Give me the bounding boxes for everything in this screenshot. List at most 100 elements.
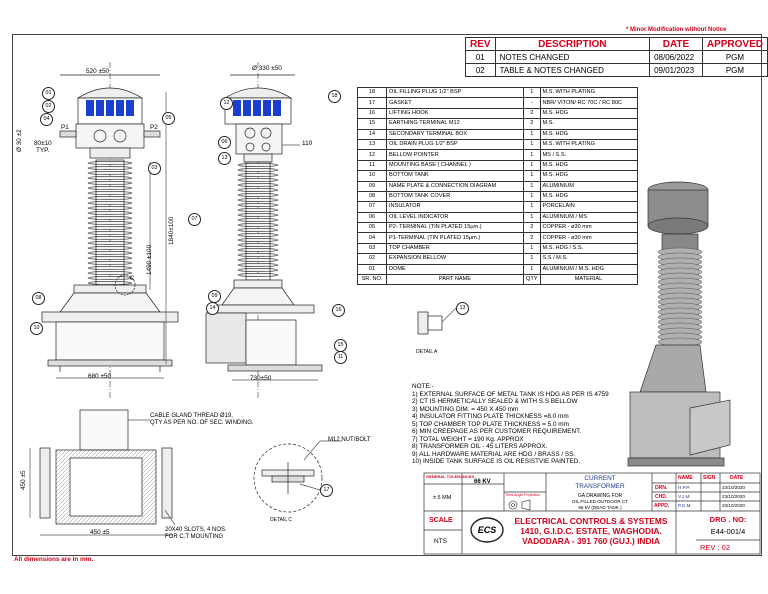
callout-bubble: 15 bbox=[334, 339, 347, 352]
callout-bubble: 03 bbox=[148, 162, 161, 175]
notes-title: NOTE:- bbox=[412, 383, 434, 390]
company-name: ELECTRICAL CONTROLS & SYSTEMS bbox=[514, 516, 668, 526]
insulator-shed bbox=[87, 181, 133, 185]
insulator-shed bbox=[87, 176, 133, 180]
callout-bubble: 13 bbox=[218, 152, 231, 165]
ecs-logo bbox=[470, 517, 504, 543]
dim-plan-h: 450 ±5 bbox=[90, 529, 110, 536]
note-item: 2) CT IS HERMETICALLY SEALED & WITH S.S … bbox=[412, 398, 578, 405]
date-header-tb: DATE bbox=[730, 475, 744, 481]
subtitle-3: 66 kV (DEAD TANK ) bbox=[578, 505, 622, 510]
bom-header-cell: MATERIAL bbox=[539, 274, 638, 286]
insulator-shed bbox=[237, 228, 279, 232]
insulator-shed bbox=[237, 208, 279, 212]
callout-bubble: 13 bbox=[456, 302, 469, 315]
insulator-shed bbox=[237, 168, 279, 172]
callout-bubble: 10 bbox=[30, 322, 43, 335]
note-item: 1) EXTERNAL SURFACE OF METAL TANK IS HDG… bbox=[412, 390, 609, 398]
title-line-1: CURRENT bbox=[584, 475, 616, 482]
table-row: 02 TABLE & NOTES CHANGED 09/01/2023 PGM bbox=[465, 63, 768, 77]
notes-block: NOTE:- 1) EXTERNAL SURFACE OF METAL TANK… bbox=[412, 383, 609, 466]
appd-label: APPD. bbox=[654, 503, 670, 509]
front-view bbox=[41, 62, 179, 400]
dim-base-width: 680 ±50 bbox=[88, 373, 112, 380]
footer-note: All dimensions are in mm. bbox=[14, 556, 94, 563]
insulator-shed bbox=[87, 161, 133, 165]
note-item: 9) ALL HARDWARE MATERIAL ARE HDG / BRASS… bbox=[412, 450, 576, 458]
insulator-shed bbox=[237, 203, 279, 207]
table-row: 01 NOTES CHANGED 08/06/2022 PGM bbox=[465, 50, 768, 64]
insulator-shed bbox=[237, 173, 279, 177]
insulator-shed bbox=[87, 246, 133, 250]
detail-a bbox=[417, 307, 457, 335]
detail-c bbox=[253, 440, 342, 513]
chd-label: CHD. bbox=[655, 494, 668, 500]
note-item: 6) MIN CREEPAGE AS PER CUSTOMER REQUIREM… bbox=[412, 428, 582, 435]
general-tolerances: GENERAL TOLERANCES bbox=[426, 474, 475, 479]
chd-name: V.J.M. bbox=[678, 494, 691, 499]
callout-bubble: 16 bbox=[332, 304, 345, 317]
insulator-shed bbox=[237, 193, 279, 197]
scale-label: SCALE bbox=[429, 517, 453, 524]
insulator-shed bbox=[237, 268, 279, 272]
insulator-shed bbox=[237, 218, 279, 222]
dim-total-height: 1840±100 bbox=[168, 216, 175, 245]
callout-bubble: 14 bbox=[206, 302, 219, 315]
tolerance-value: ± 5 MM bbox=[433, 495, 452, 501]
note-item: 10) INSIDE TANK SURFACE IS OIL RESISTVIE… bbox=[412, 458, 581, 465]
insulator-shed bbox=[87, 191, 133, 195]
insulator-shed bbox=[237, 163, 279, 167]
sign-header: SIGN bbox=[703, 475, 716, 481]
note-item: 4) INSULATOR FITTING PLATE THICKNESS =8.… bbox=[412, 413, 569, 420]
expansion-bellow-side bbox=[233, 100, 281, 116]
minor-modification-note: * Minor Modification without Notice bbox=[626, 27, 727, 33]
dim-plan-v: 450 ±5 bbox=[20, 470, 27, 491]
dim-side-base: 730±50 bbox=[250, 375, 272, 382]
insulator-shed bbox=[87, 281, 133, 285]
appd-date: 23/10/2020 bbox=[722, 503, 745, 508]
insulator-shed bbox=[87, 201, 133, 205]
note-item: 8) TRANSFORMER OIL - 45 LITERS APPROX. bbox=[412, 443, 548, 450]
insulator-shed bbox=[87, 166, 133, 170]
title-line-2: TRANSFORMER bbox=[575, 483, 625, 490]
dim-mid-height: 1490 ±100 bbox=[146, 244, 153, 275]
insulator-shed bbox=[87, 226, 133, 230]
insulator-shed bbox=[87, 221, 133, 225]
insulator-shed bbox=[237, 233, 279, 237]
insulator-shed bbox=[87, 266, 133, 270]
callout-bubble: 06 bbox=[218, 136, 231, 149]
insulator-shed bbox=[87, 231, 133, 235]
projection-label: Third Angle Projection bbox=[505, 493, 541, 497]
plan-view bbox=[29, 409, 176, 536]
bom-header-cell: PART NAME bbox=[386, 274, 524, 286]
insulator-shed bbox=[237, 243, 279, 247]
callout-bubble: 09 bbox=[208, 290, 221, 303]
insulator-shed bbox=[87, 211, 133, 215]
drn-date: 23/10/2020 bbox=[722, 485, 745, 490]
appd-name: P.G.M. bbox=[678, 503, 692, 508]
insulator-shed bbox=[87, 276, 133, 280]
slots-label: 20X40 SLOTS, 4 NOS. bbox=[165, 527, 227, 533]
detail-c-marker: C bbox=[130, 276, 135, 282]
expansion-bellow bbox=[86, 100, 134, 116]
insulator-shed bbox=[237, 223, 279, 227]
dim-typ: TYP. bbox=[36, 147, 50, 154]
dim-top-dia: Ø 330 ±50 bbox=[252, 65, 282, 72]
dim-110: 110 bbox=[302, 140, 313, 147]
side-view bbox=[205, 62, 323, 400]
dim-top-width: 520 ±50 bbox=[86, 68, 110, 75]
insulator-shed bbox=[87, 251, 133, 255]
insulator-shed bbox=[237, 263, 279, 267]
callout-bubble: 17 bbox=[320, 484, 333, 497]
desc-cell: TABLE & NOTES CHANGED bbox=[494, 63, 651, 77]
insulator-shed bbox=[237, 198, 279, 202]
drawing-rev: REV : 02 bbox=[700, 543, 731, 552]
insulator-shed bbox=[237, 253, 279, 257]
callout-bubble: 18 bbox=[328, 90, 341, 103]
insulator-shed bbox=[237, 238, 279, 242]
company-address-1: 1410, G.I.D.C. ESTATE, WAGHODIA. bbox=[520, 526, 662, 536]
drg-no: E44-001/4 bbox=[710, 527, 746, 536]
